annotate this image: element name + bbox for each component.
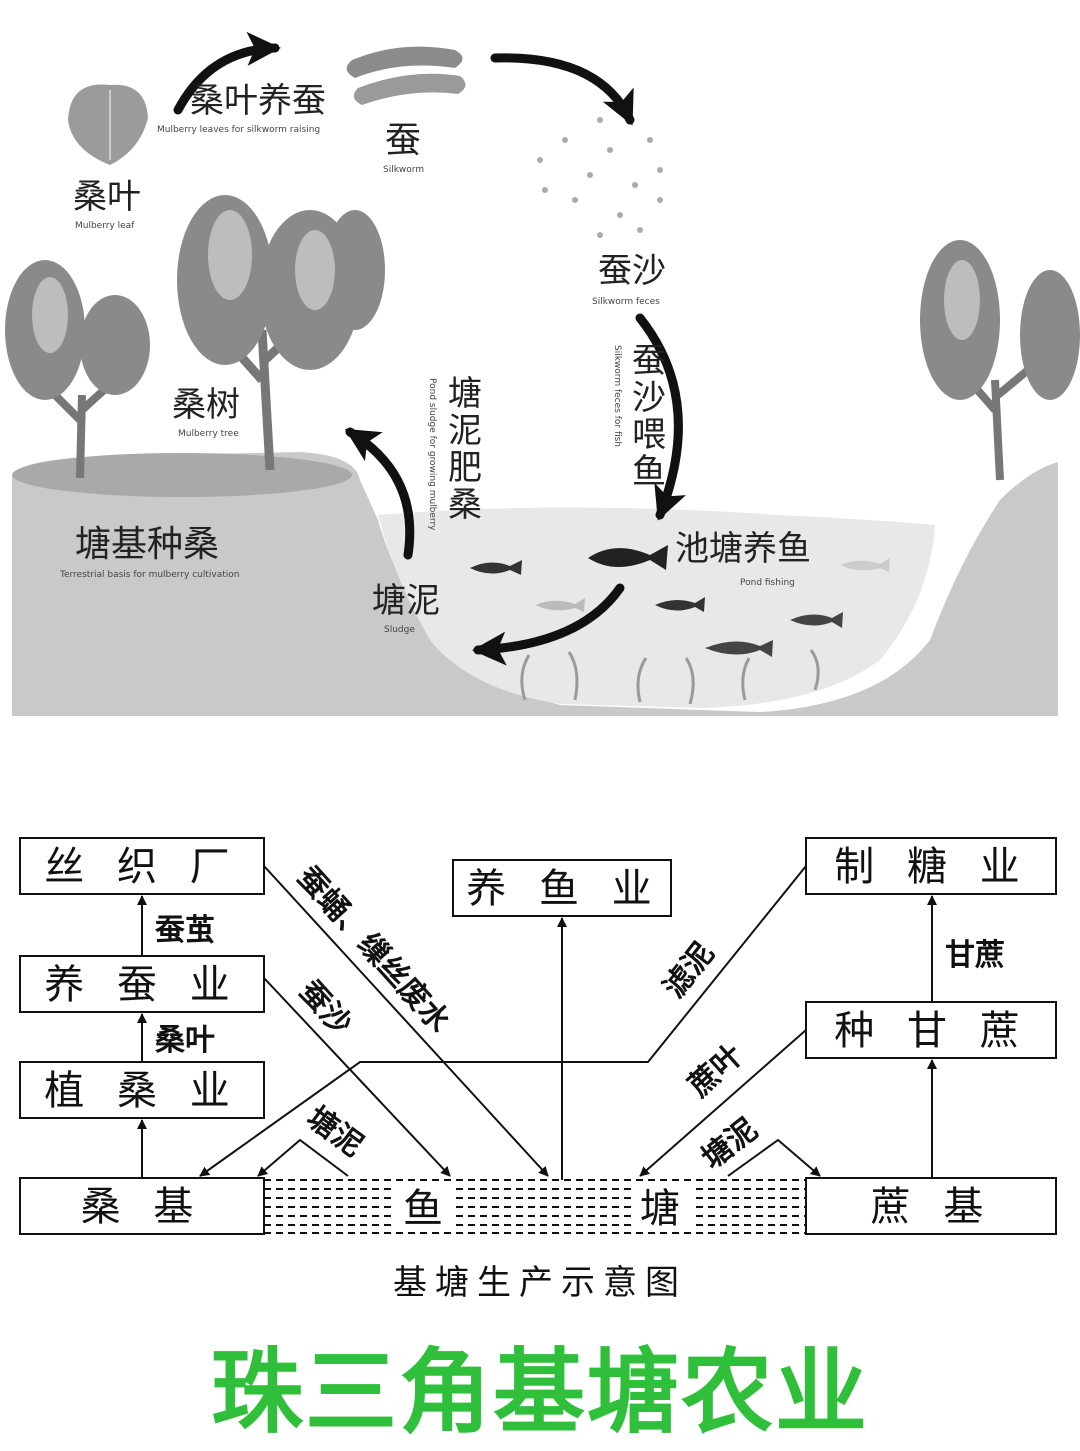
box-silk-factory [19, 837, 265, 895]
flow-edges [137, 865, 937, 1180]
page-title: 珠三角基塘农业 [210, 1339, 869, 1446]
arrow-silkworm-to-feces [490, 53, 635, 126]
sublabel-leaf-to-silkworm: Mulberry leaves for silkworm raising [157, 125, 320, 135]
sublabel-silkworm: Silkworm [383, 165, 424, 175]
fish-pond-band [264, 1179, 806, 1234]
edge-pond-sludge-right [727, 1138, 821, 1177]
box-sugar-industry [805, 837, 1057, 895]
label-dike-mulberry: 塘基种桑 [75, 524, 219, 565]
sublabel-mulberry-tree: Mulberry tree [178, 429, 239, 439]
label-pond-fishing: 池塘养鱼 [675, 529, 811, 569]
pond-gap-left [395, 1185, 455, 1231]
pond-plants [520, 649, 820, 705]
label-feces-to-fish: 蚕沙 喂鱼 [632, 341, 677, 492]
mulberry-trees-left [5, 195, 385, 479]
text-sugar-industry: 制 糖 业 [834, 844, 1029, 890]
dike-ground-left [12, 452, 1058, 716]
label-leaf-to-silkworm: 桑叶养蚕 [190, 81, 326, 121]
dike-top [12, 453, 352, 497]
arrow-feces-to-fish [635, 313, 687, 521]
edge-label-sludge-right: 塘泥 [695, 1112, 764, 1177]
text-cane-dike: 蔗 基 [871, 1184, 994, 1230]
silkworm-icon [346, 46, 466, 105]
box-cane-dike [805, 1177, 1057, 1235]
sublabel-dike-mulberry: Terrestrial basis for mulberry cultivati… [59, 570, 240, 580]
edge-label-cocoon: 蚕茧 [155, 913, 215, 948]
text-sericulture: 养 蚕 业 [44, 962, 239, 1008]
text-fish-farming: 养 鱼 业 [466, 866, 661, 912]
box-mulberry-planting [19, 1061, 265, 1119]
label-silkworm-feces: 蚕沙 [598, 251, 666, 291]
text-fish-pond-left: 鱼 [403, 1186, 453, 1232]
arrow-sludge-to-mulberry [344, 427, 415, 560]
label-sludge-to-mulberry: 塘泥 肥桑 [448, 374, 493, 525]
edge-label-silk-feces: 蚕沙 [292, 974, 358, 1042]
edge-sugar-filtermud [199, 865, 807, 1177]
sublabel-sludge: Sludge [384, 625, 415, 635]
diagram-caption: 基塘生产示意图 [393, 1263, 687, 1303]
edge-label-mulberry-leaf: 桑叶 [155, 1023, 215, 1058]
text-mulberry-planting: 植 桑 业 [44, 1068, 239, 1114]
sublabel-mulberry-leaf: Mulberry leaf [75, 221, 135, 231]
label-mulberry-tree: 桑树 [172, 385, 240, 425]
flow-arrows [173, 31, 687, 666]
arrow-leaf-to-silkworm [173, 31, 281, 115]
pond-gap-right [635, 1185, 695, 1231]
label-silkworm: 蚕 [385, 120, 421, 161]
label-sludge: 塘泥 [372, 581, 440, 621]
box-fish-farming [452, 859, 672, 917]
fish-icons [470, 545, 890, 657]
edge-silk-to-pond [263, 865, 549, 1177]
text-fish-pond-right: 塘 [640, 1186, 690, 1232]
sublabel-pond-fishing: Pond fishing [740, 578, 795, 588]
edge-sericulture-to-pond [263, 977, 451, 1177]
sublabel-feces-to-fish: Silkworm feces for fish [612, 345, 622, 447]
mulberry-trees-right [920, 240, 1080, 481]
text-mulberry-dike: 桑 基 [81, 1184, 204, 1230]
text-silk-factory: 丝 织 厂 [44, 844, 239, 890]
label-mulberry-leaf: 桑叶 [73, 177, 141, 217]
edge-label-sludge-left: 塘泥 [300, 1100, 369, 1164]
text-sugarcane-planting: 种 甘 蔗 [834, 1008, 1029, 1054]
mulberry-leaf-icon [68, 84, 148, 165]
edge-pond-sludge-left [257, 1138, 349, 1177]
box-sericulture [19, 955, 265, 1013]
pond-water [378, 507, 935, 708]
feces-dots [537, 117, 663, 238]
sublabel-silkworm-feces: Silkworm feces [592, 297, 660, 307]
flowchart: 丝 织 厂 养 蚕 业 植 桑 业 桑 基 养 鱼 业 制 糖 业 种 甘 蔗 … [19, 837, 1057, 1235]
arrow-fish-to-sludge [472, 583, 625, 666]
edge-label-sugarcane: 甘蔗 [945, 938, 1005, 973]
edge-cane-leaf-to-pond [639, 1029, 807, 1177]
edge-label-filter-mud: 滤泥 [657, 936, 722, 1005]
edge-label-cane-leaf: 蔗叶 [682, 1038, 750, 1104]
illustration: 桑叶 Mulberry leaf 桑叶养蚕 Mulberry leaves fo… [5, 31, 1080, 716]
sublabel-sludge-to-mulberry: Pond sludge for growing mulberry [427, 378, 437, 531]
